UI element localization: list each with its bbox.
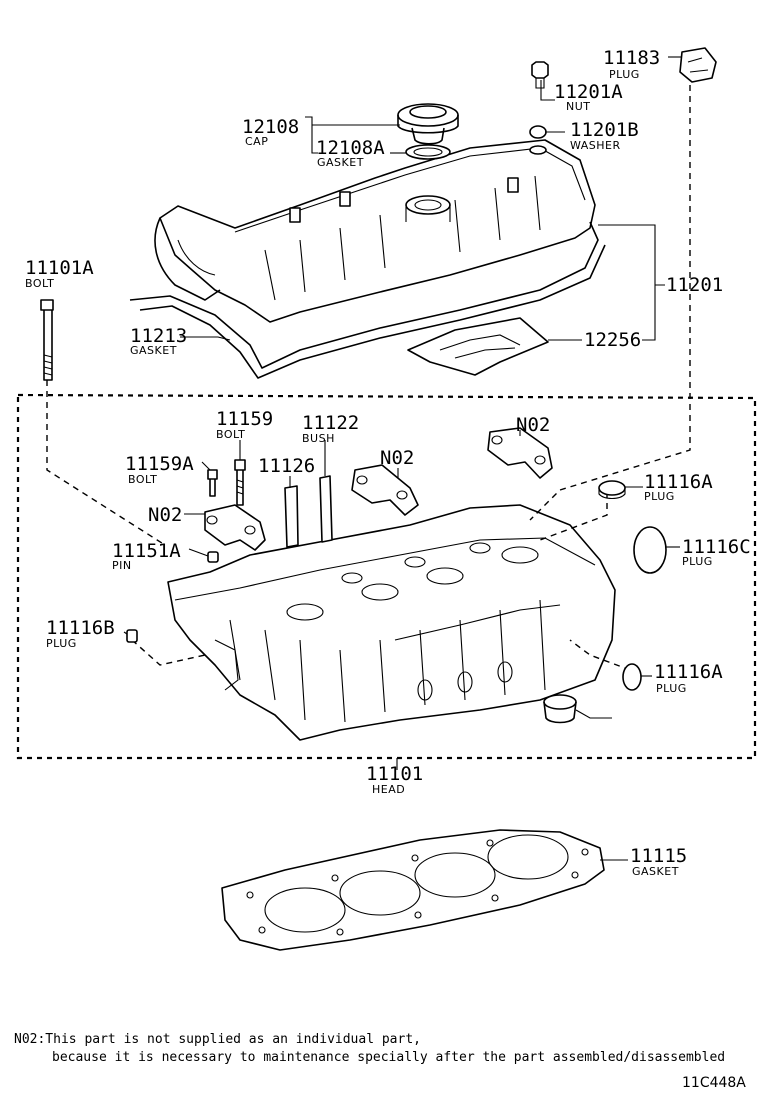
pin-drawing: [207, 551, 219, 563]
cup-plug-lower-drawing: [622, 663, 642, 691]
label-11201B: 11201B WASHER: [570, 119, 639, 152]
part-name: GASKET: [317, 156, 364, 169]
footnote-line-1: N02:This part is not supplied as an indi…: [14, 1032, 421, 1047]
part-name: BOLT: [128, 473, 157, 486]
nut-drawing: [531, 61, 549, 89]
part-name: PLUG: [609, 68, 640, 81]
head-assembly-dashed-box: [16, 393, 757, 760]
cap-bolt-a-drawing: [207, 469, 218, 497]
part-number: 11183: [603, 47, 660, 69]
part-number: 11116A: [644, 471, 713, 493]
part-name: GASKET: [632, 865, 679, 878]
part-name: CAP: [245, 135, 268, 148]
label-11116A-top: 11116A PLUG: [644, 471, 713, 503]
label-11101: 11101 HEAD: [366, 763, 423, 796]
label-n02-mid: N02: [380, 447, 414, 469]
part-name: BOLT: [25, 277, 54, 290]
label-11201: 11201: [666, 274, 723, 296]
cap-bolt-drawing: [234, 459, 246, 506]
part-name: GASKET: [130, 344, 177, 357]
label-n02-left: N02: [148, 504, 182, 526]
head-bolt-drawing: [40, 299, 54, 381]
label-11101A: 11101A BOLT: [25, 257, 94, 290]
part-name: HEAD: [372, 783, 405, 796]
part-number: 11116A: [654, 661, 723, 683]
part-number: 11213: [130, 325, 187, 347]
bearing-cap-mid-drawing: [351, 464, 419, 516]
part-number: 12256: [584, 329, 641, 351]
small-plug-drawing: [126, 629, 138, 643]
part-number: 12108: [242, 116, 299, 138]
label-11213: 11213 GASKET: [130, 325, 187, 357]
part-name: BUSH: [302, 432, 335, 445]
part-name: PLUG: [682, 555, 713, 568]
label-11126: 11126: [258, 455, 315, 477]
part-number: N02: [516, 414, 550, 436]
part-number: 12108A: [316, 137, 385, 159]
label-11151A: 11151A PIN: [112, 540, 181, 572]
part-number: 11101: [366, 763, 423, 785]
part-number: N02: [148, 504, 182, 526]
oil-filler-cap-drawing: [397, 103, 459, 145]
label-11116A-lower: 11116A PLUG: [654, 661, 723, 695]
footnote-line-2: because it is necessary to maintenance s…: [52, 1050, 725, 1065]
cup-plug-top-drawing: [598, 480, 626, 500]
part-number: N02: [380, 447, 414, 469]
part-number: 11201A: [554, 81, 623, 103]
label-12108A: 12108A GASKET: [316, 137, 385, 169]
figure-id: 11C448A: [682, 1075, 746, 1091]
label-n02-top: N02: [516, 414, 550, 436]
refer-part-drawing: [543, 694, 577, 724]
part-number: 11115: [630, 845, 687, 867]
part-number: 11116B: [46, 617, 115, 639]
part-number: 11201B: [570, 119, 639, 141]
bush-drawing: [319, 475, 333, 543]
washer-drawing: [529, 125, 547, 139]
part-number: 11151A: [112, 540, 181, 562]
baffle-plate-drawing: [407, 317, 549, 376]
part-name: BOLT: [216, 428, 245, 441]
part-name: PLUG: [46, 637, 77, 650]
part-number: 11201: [666, 274, 723, 296]
part-name: PLUG: [644, 490, 675, 503]
cap-gasket-ring: [405, 144, 451, 160]
part-number: 11126: [258, 455, 315, 477]
label-11159: 11159 BOLT: [216, 408, 273, 441]
label-11122: 11122 BUSH: [302, 412, 359, 445]
disc-plug-drawing: [633, 526, 667, 574]
part-name: NUT: [566, 100, 591, 113]
plug-drawing: [679, 47, 717, 83]
label-12256: 12256: [584, 329, 641, 351]
label-11116C: 11116C PLUG: [682, 536, 751, 568]
label-12108: 12108 CAP: [242, 116, 299, 148]
bearing-cap-top-drawing: [487, 427, 553, 479]
part-number: 11159A: [125, 453, 194, 475]
label-11201A: 11201A NUT: [554, 81, 623, 113]
sleeve-drawing: [284, 485, 299, 548]
part-number: 11116C: [682, 536, 751, 558]
part-number: 11122: [302, 412, 359, 434]
label-11115: 11115 GASKET: [630, 845, 687, 878]
label-11116B: 11116B PLUG: [46, 617, 115, 650]
part-number: 11101A: [25, 257, 94, 279]
cover-gasket-outline: [129, 221, 599, 369]
part-name: PLUG: [656, 682, 687, 695]
cover-gasket-inner-outline: [139, 244, 606, 379]
cylinder-head-drawing: [167, 504, 616, 741]
label-11159A: 11159A BOLT: [125, 453, 194, 486]
bearing-cap-left-drawing: [204, 504, 266, 551]
leader-lines: [123, 56, 682, 861]
part-name: WASHER: [570, 139, 621, 152]
cylinder-head-cover-drawing: [154, 139, 596, 323]
part-name: PIN: [112, 559, 132, 572]
label-11183: 11183 PLUG: [603, 47, 660, 81]
head-gasket-drawing: [221, 829, 605, 951]
part-number: 11159: [216, 408, 273, 430]
